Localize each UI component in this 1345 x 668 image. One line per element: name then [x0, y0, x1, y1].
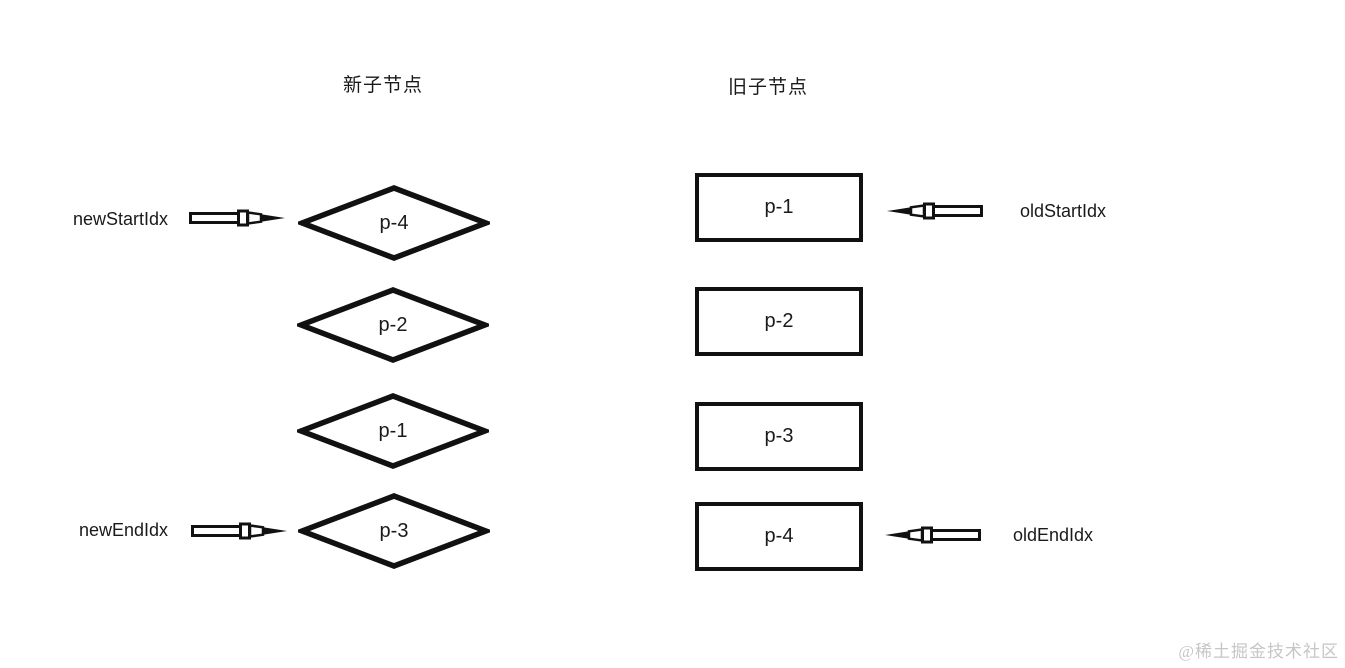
node-label: p-2: [378, 313, 408, 336]
watermark-text: @稀土掘金技术社区: [1178, 642, 1339, 661]
new-node-p4: p-4: [298, 184, 490, 262]
new-end-idx-label: newEndIdx: [79, 520, 169, 540]
new-start-idx-label: newStartIdx: [73, 209, 169, 229]
new-node-p1: p-1: [297, 392, 489, 470]
old-node-p3: p-3: [695, 402, 863, 471]
old-node-p4: p-4: [695, 502, 863, 571]
new-children-header: 新子节点: [343, 75, 424, 96]
old-start-idx-label: oldStartIdx: [1020, 201, 1107, 221]
arrow-left-icon: [884, 195, 984, 227]
arrow-left-icon: [882, 519, 982, 551]
old-node-p2: p-2: [695, 287, 863, 356]
old-node-p1: p-1: [695, 173, 863, 242]
node-label: p-1: [378, 419, 408, 442]
arrow-right-icon: [188, 202, 288, 234]
old-end-idx-label: oldEndIdx: [1013, 525, 1094, 545]
node-label: p-3: [379, 519, 409, 542]
new-node-p3: p-3: [298, 492, 490, 570]
arrow-right-icon: [190, 515, 290, 547]
node-label: p-4: [379, 211, 409, 234]
new-node-p2: p-2: [297, 286, 489, 364]
old-children-header: 旧子节点: [728, 77, 809, 98]
